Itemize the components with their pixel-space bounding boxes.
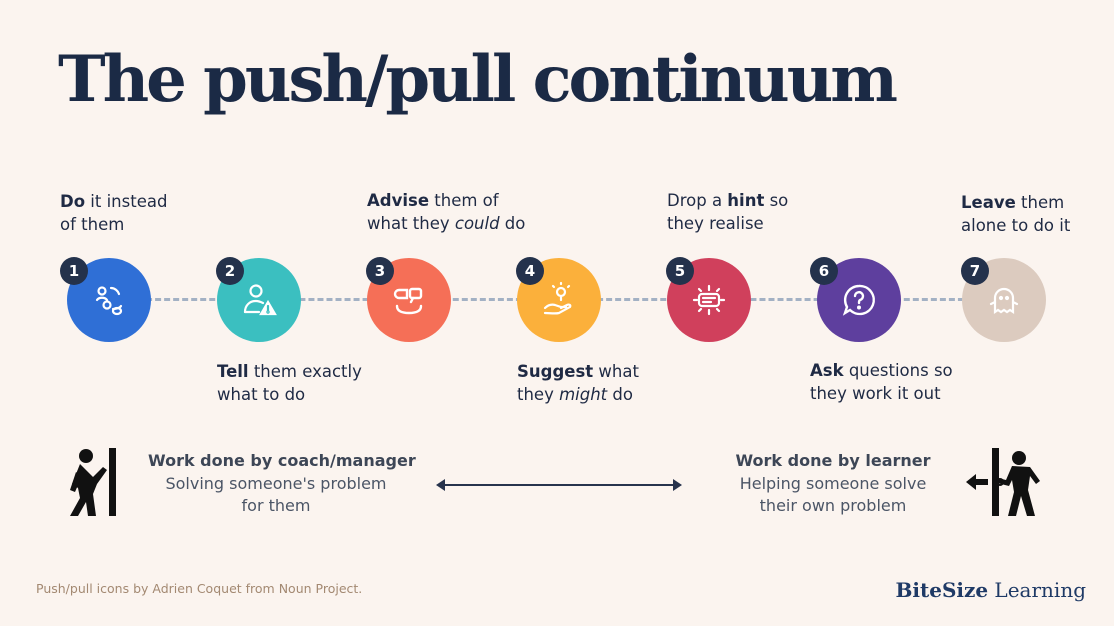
work-learner-line1: Helping someone solve <box>739 473 927 493</box>
hand-lightbulb-icon <box>543 281 572 315</box>
step-4-label: Suggest what they might do <box>517 362 639 404</box>
work-learner-heading: Work done by learner <box>735 451 931 470</box>
person-warning-icon <box>243 284 277 316</box>
step-3-number: 3 <box>366 257 394 285</box>
step-5-label: Drop a hint so they realise <box>667 191 789 233</box>
work-coach-heading: Work done by coach/manager <box>148 451 416 470</box>
step-5-number: 5 <box>666 257 694 285</box>
work-coach-line2: for them <box>241 496 311 515</box>
step-4-number: 4 <box>516 257 544 285</box>
step-2-circle <box>217 258 301 342</box>
step-7-label: Leave them alone to do it <box>961 193 1071 235</box>
step-3-label: Advise them of what they could do <box>367 191 526 233</box>
step-1-number: 1 <box>60 257 88 285</box>
step-2-number: 2 <box>216 257 244 285</box>
speech-bubbles-icon <box>393 287 423 315</box>
work-learner-block: Work done by learner Helping someone sol… <box>728 450 938 518</box>
ghost-icon <box>989 287 1019 315</box>
hands-icon <box>95 286 123 316</box>
icon-credit: Push/pull icons by Adrien Coquet from No… <box>36 581 363 596</box>
brand-logo: BiteSize Learning <box>895 578 1086 602</box>
step-2-label: Tell them exactly what to do <box>217 362 362 404</box>
work-learner-line2: their own problem <box>759 496 907 515</box>
step-6-label: Ask questions so they work it out <box>810 361 953 403</box>
page-title: The push/pull continuum <box>58 42 898 117</box>
double-arrow <box>436 479 682 491</box>
push-person-icon <box>70 448 116 516</box>
question-bubble-icon <box>842 284 875 316</box>
step-1-label: Do it instead of them <box>60 192 168 234</box>
work-coach-block: Work done by coach/manager Solving someo… <box>148 450 416 518</box>
pull-person-icon <box>966 448 1040 516</box>
step-7-number: 7 <box>961 257 989 285</box>
step-6-number: 6 <box>810 257 838 285</box>
message-sparkle-icon <box>692 284 726 316</box>
work-coach-line1: Solving someone's problem <box>165 473 387 493</box>
